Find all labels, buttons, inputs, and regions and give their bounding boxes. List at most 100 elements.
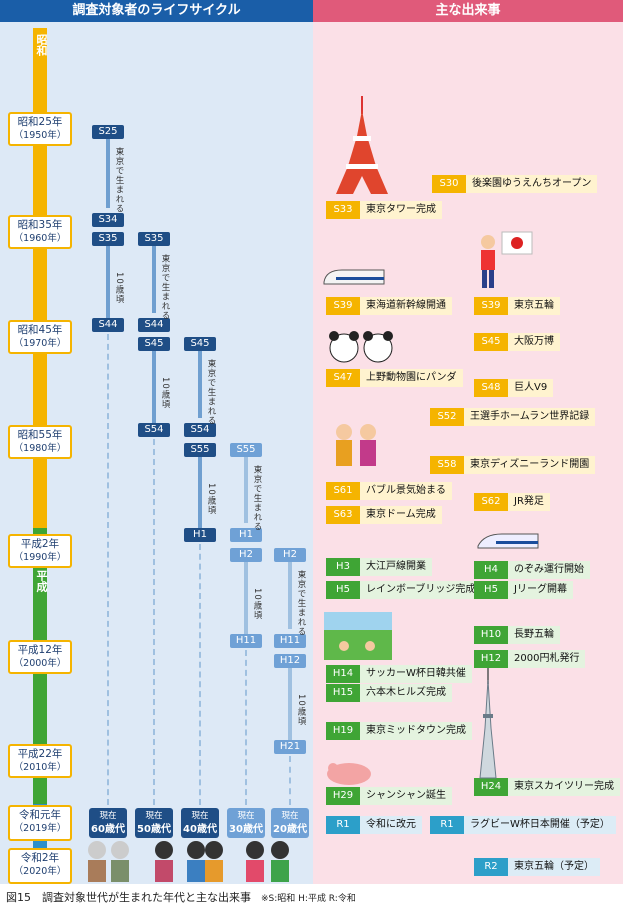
year-marker: 平成12年 （2000年） <box>8 640 72 674</box>
generation-born-pill: S25 <box>92 125 124 139</box>
right-header: 主な出来事 <box>313 0 623 22</box>
event-item: H5 Jリーグ開幕 <box>474 581 573 599</box>
event-code: R2 <box>474 858 508 876</box>
generation-adult-pill: H12 <box>274 654 306 668</box>
generation-line <box>106 139 110 208</box>
generation-line <box>244 562 248 634</box>
event-code: H14 <box>326 665 360 683</box>
generation-line <box>106 246 110 318</box>
generation-born-end-pill: S54 <box>184 423 216 437</box>
event-code: H5 <box>326 581 360 599</box>
event-text: 長野五輪 <box>514 629 554 640</box>
generation-dashed-line <box>245 650 247 805</box>
age-ten-label: 10歳頃 <box>206 483 216 515</box>
event-text: ラグビーW杯日本開催（予定） <box>470 819 610 830</box>
event-code: H12 <box>474 650 508 668</box>
event-text: 大阪万博 <box>514 336 554 347</box>
generation-line <box>244 457 248 523</box>
generation-adult-end-pill: S54 <box>138 423 170 437</box>
event-code: S33 <box>326 201 360 219</box>
generation-line <box>198 351 202 418</box>
event-item: H15 六本木ヒルズ完成 <box>326 684 452 702</box>
event-code: H5 <box>474 581 508 599</box>
born-in-tokyo-label: 東京で生まれる <box>296 570 306 637</box>
year-marker-sub: （2010年） <box>13 762 67 773</box>
year-marker-label: 平成22年 <box>17 748 63 760</box>
event-item: H4 のぞみ運行開始 <box>474 561 590 579</box>
event-text: 六本木ヒルズ完成 <box>366 687 446 698</box>
event-text: サッカーW杯日韓共催 <box>366 668 466 679</box>
event-text: Jリーグ開幕 <box>514 584 567 595</box>
event-code: H10 <box>474 626 508 644</box>
baby-panda-icon <box>327 763 371 785</box>
skytree-icon <box>479 668 497 779</box>
year-marker-label: 平成2年 <box>20 538 60 550</box>
soccer-stadium-icon <box>324 612 392 660</box>
event-text: 2000円札発行 <box>514 653 580 664</box>
generation-born-pill: H2 <box>274 548 306 562</box>
event-code: S52 <box>430 408 464 426</box>
event-item: S52 王選手ホームラン世界記録 <box>430 408 596 426</box>
generation-dashed-line <box>107 334 109 805</box>
event-text: 上野動物園にパンダ <box>366 372 457 383</box>
panda-icon <box>329 331 393 363</box>
event-code: S58 <box>430 456 464 474</box>
generation-dashed-line <box>289 756 291 805</box>
year-marker-sub: （1960年） <box>13 233 67 244</box>
event-text: シャンシャン誕生 <box>366 790 446 801</box>
year-marker: 昭和25年（1950年） <box>8 112 72 146</box>
year-marker-label: 令和元年 <box>19 809 61 821</box>
shinkansen-icon <box>323 269 385 285</box>
event-text: のぞみ運行開始 <box>514 564 584 575</box>
event-text: 巨人V9 <box>514 382 548 393</box>
event-code: H19 <box>326 722 360 740</box>
event-item: S48 巨人V9 <box>474 379 554 397</box>
age-ten-label: 10歳頃 <box>114 272 124 304</box>
generation-adult-end-pill: H1 <box>184 528 216 542</box>
event-text: 大江戸線開業 <box>366 561 426 572</box>
event-code: R1 <box>430 816 464 834</box>
year-marker-sub: （1970年） <box>13 338 67 349</box>
event-item: H10 長野五輪 <box>474 626 560 644</box>
event-code: S39 <box>326 297 360 315</box>
year-marker-label: 平成12年 <box>17 644 63 656</box>
generation-born-pill: S35 <box>138 232 170 246</box>
year-marker: 令和2年（2020年） <box>8 848 72 884</box>
event-code: R1 <box>326 816 360 834</box>
event-code: H24 <box>474 778 508 796</box>
figure-caption: 図15 調査対象世代が生まれた年代と主な出来事※S:昭和 H:平成 R:令和 <box>6 889 356 905</box>
year-marker-sub: （1990年） <box>13 552 67 563</box>
year-marker-sub: （2019年） <box>13 823 67 834</box>
generation-born-end-pill: H11 <box>274 634 306 648</box>
born-in-tokyo-label: 東京で生まれる <box>114 147 124 214</box>
generation-adult-pill: S45 <box>138 337 170 351</box>
event-code: S62 <box>474 493 508 511</box>
event-code: H15 <box>326 684 360 702</box>
event-code: H4 <box>474 561 508 579</box>
year-marker-label: 昭和35年 <box>17 219 63 231</box>
generation-adult-pill: S55 <box>184 443 216 457</box>
bubble-party-icon <box>336 424 376 466</box>
event-item: R1 ラグビーW杯日本開催（予定） <box>430 816 616 834</box>
generation-born-end-pill: S34 <box>92 213 124 227</box>
event-text: 王選手ホームラン世界記録 <box>470 411 590 422</box>
year-marker-sub: （2000年） <box>13 658 67 669</box>
event-text: 東京ドーム完成 <box>366 509 436 520</box>
age-ten-label: 10歳頃 <box>252 588 262 620</box>
year-marker-sub: （1950年） <box>13 130 67 141</box>
born-in-tokyo-label: 東京で生まれる <box>252 465 262 532</box>
event-code: S48 <box>474 379 508 397</box>
born-in-tokyo-label: 東京で生まれる <box>206 359 216 426</box>
generation-dashed-line <box>199 544 201 805</box>
year-marker-label: 令和2年 <box>20 852 60 864</box>
